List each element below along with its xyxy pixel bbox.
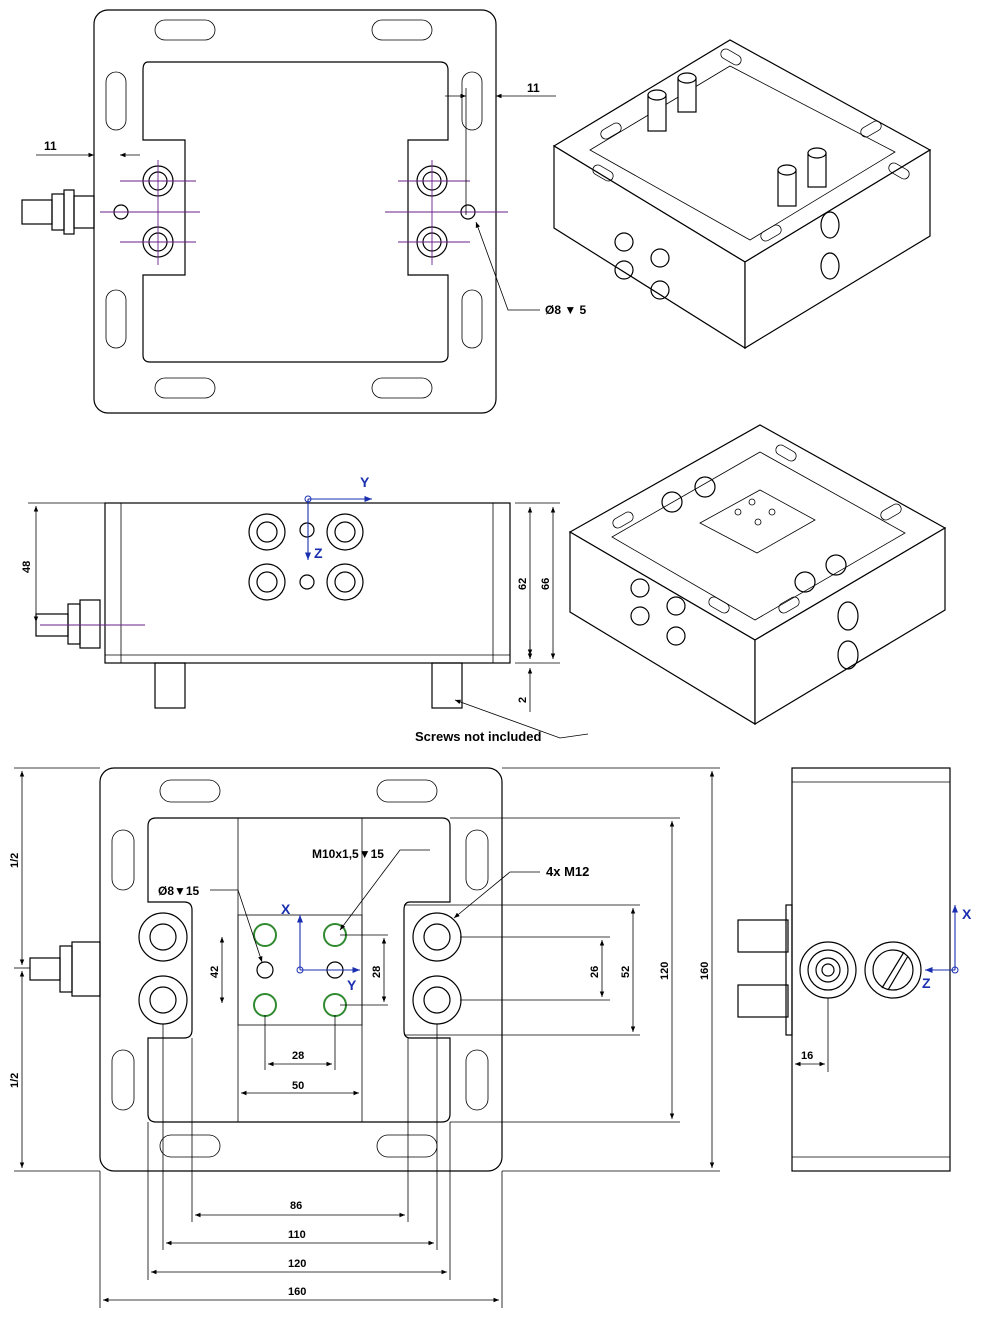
mounting-slots (105, 19, 483, 399)
front-dim-48: 48 (21, 561, 33, 573)
front-dim-2: 2 (517, 697, 529, 703)
plan-dim-120-v: 120 (659, 962, 671, 980)
plan-axis-y: Y (347, 977, 357, 993)
side-axis-z: Z (922, 975, 931, 991)
top-hole-callout: Ø8 ▼ 5 (545, 303, 587, 317)
top-view: 11 11 Ø8 ▼ 5 (21, 9, 587, 414)
front-cable-connector (35, 599, 101, 649)
plan-cable-connector (29, 941, 101, 997)
locating-pins (647, 72, 827, 207)
plan-mounting-slots (111, 779, 489, 1158)
plan-dim-28-h: 28 (292, 1050, 304, 1062)
plan-dim-half-bottom: 1/2 (9, 1073, 21, 1088)
plan-dim-160-h: 160 (288, 1286, 306, 1298)
plan-callout-m12: 4x M12 (546, 864, 589, 879)
isometric-view-bottom (568, 424, 947, 726)
plan-axis-x: X (281, 901, 291, 917)
front-dim-66: 66 (540, 578, 552, 590)
plan-callout-pin: Ø8▼15 (158, 884, 200, 898)
plan-dim-86: 86 (290, 1200, 302, 1212)
plan-dim-26: 26 (589, 966, 601, 978)
plan-dim-110: 110 (288, 1229, 306, 1241)
top-dim-right: 11 (527, 81, 540, 95)
front-axis-z: Z (314, 545, 323, 561)
plan-dim-half-top: 1/2 (9, 853, 21, 868)
top-dim-left: 11 (44, 139, 57, 153)
plan-dim-28-v: 28 (371, 966, 383, 978)
isometric-view-top (552, 39, 932, 350)
plan-dim-160-v: 160 (699, 962, 711, 980)
plan-callout-thread: M10x1,5▼15 (312, 847, 384, 861)
front-dim-62: 62 (517, 578, 529, 590)
side-dim-16: 16 (801, 1050, 813, 1062)
front-note: Screws not included (415, 729, 541, 744)
plan-dim-50: 50 (292, 1080, 304, 1092)
plan-dim-42: 42 (209, 966, 221, 978)
cable-connector (21, 189, 95, 235)
plan-dim-120-h: 120 (288, 1258, 306, 1270)
side-view: X Z 16 (737, 767, 972, 1172)
front-axis-y: Y (360, 474, 370, 490)
front-view: Y Z 48 62 66 2 Screws not included (21, 474, 589, 744)
side-axis-x: X (962, 906, 972, 922)
plan-view: X Y M10x1,5▼15 Ø8▼15 4x M12 42 28 28 50 … (9, 767, 720, 1308)
plan-dim-52: 52 (620, 966, 632, 978)
